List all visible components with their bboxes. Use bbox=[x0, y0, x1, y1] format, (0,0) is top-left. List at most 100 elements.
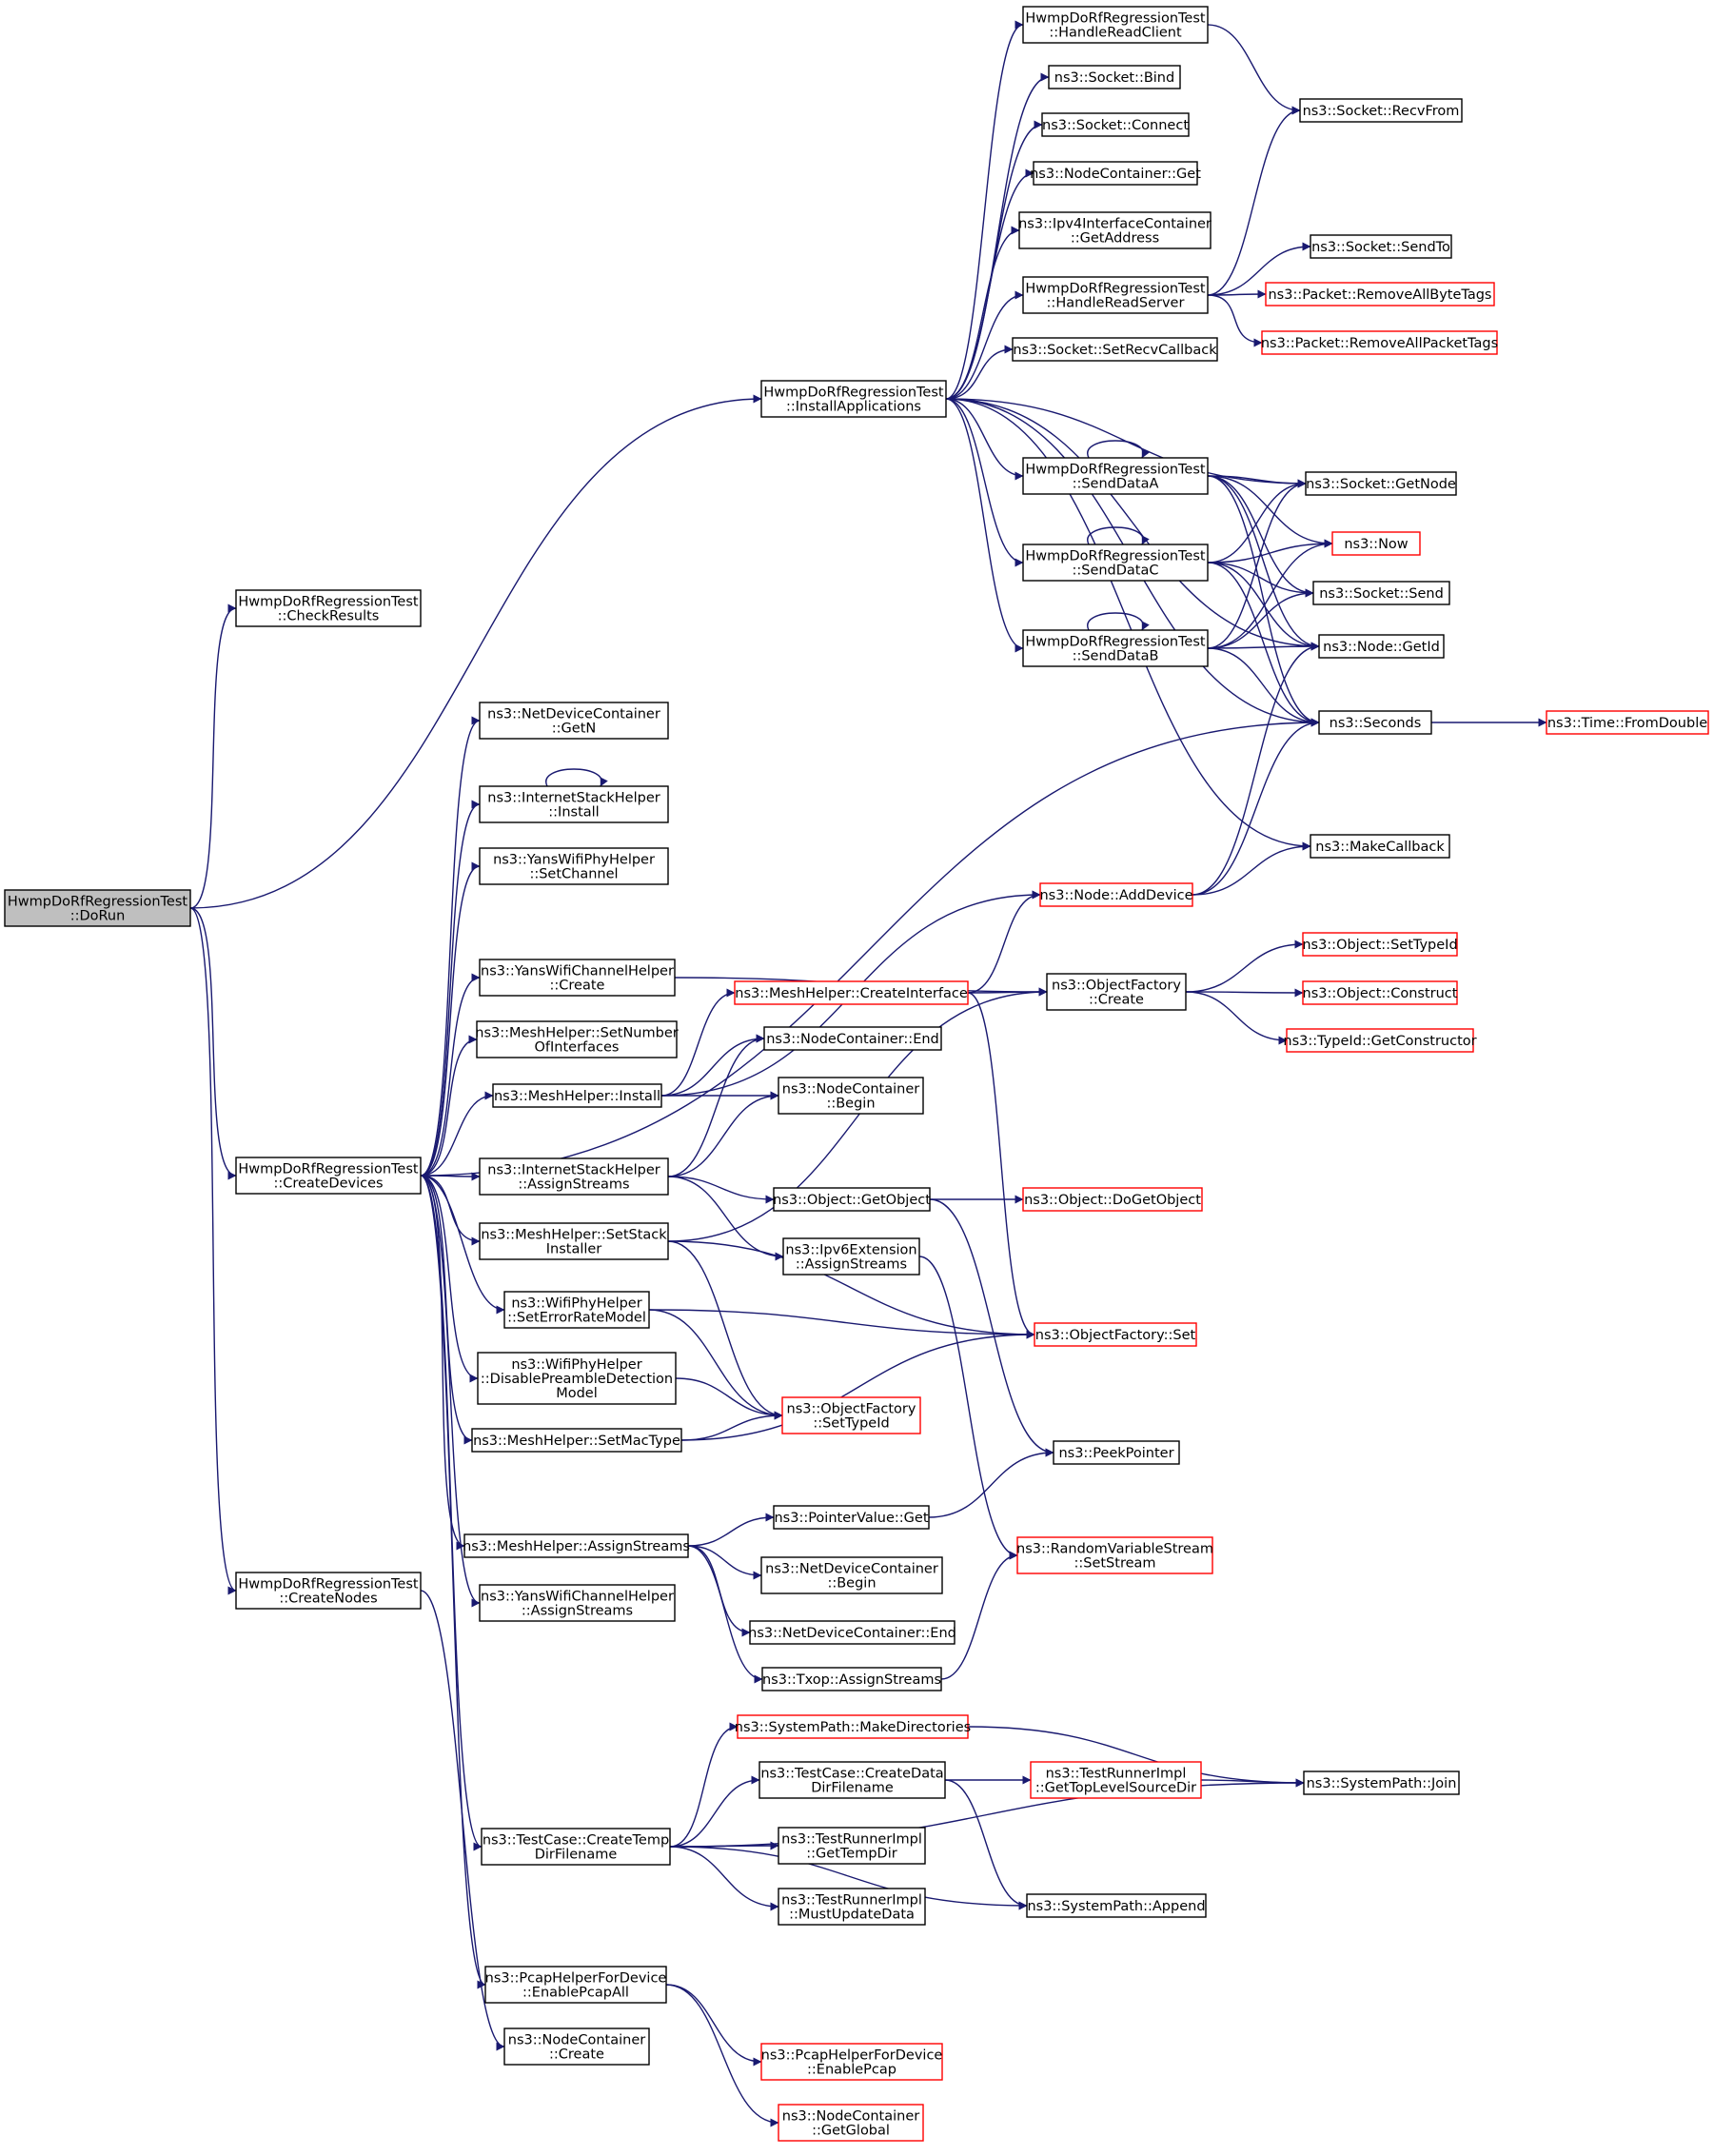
node-createinterface[interactable]: ns3::MeshHelper::CreateInterface bbox=[734, 980, 969, 1005]
node-ncgetglobal[interactable]: ns3::NodeContainer::GetGlobal bbox=[778, 2104, 924, 2142]
edge-objectgetobject-to-peekpointer bbox=[929, 1198, 1054, 1457]
node-box bbox=[1312, 581, 1450, 605]
node-socketsend[interactable]: ns3::Socket::Send bbox=[1312, 581, 1450, 605]
node-ndcgetn[interactable]: ns3::NetDeviceContainer::GetN bbox=[479, 702, 669, 740]
node-ipv6ext[interactable]: ns3::Ipv6Extension::AssignStreams bbox=[782, 1237, 920, 1276]
edge-seterrorratemodel-to-ofset bbox=[648, 1309, 1035, 1339]
node-box bbox=[479, 1157, 669, 1196]
node-label: ns3::Node::GetId bbox=[1323, 640, 1440, 655]
node-objectgetobject[interactable]: ns3::Object::GetObject bbox=[773, 1187, 931, 1212]
node-seterrorratemodel[interactable]: ns3::WifiPhyHelper::SetErrorRateModel bbox=[503, 1291, 650, 1329]
node-settypeid[interactable]: ns3::Object::SetTypeId bbox=[1302, 932, 1458, 957]
node-createnodes[interactable]: HwmpDoRfRegressionTest::CreateNodes bbox=[235, 1572, 422, 1610]
node-ishinstall[interactable]: ns3::InternetStackHelper::Install bbox=[479, 785, 669, 823]
node-ishassignstreams[interactable]: ns3::InternetStackHelper::AssignStreams bbox=[479, 1157, 669, 1196]
node-handlereadserver[interactable]: HwmpDoRfRegressionTest::HandleReadServer bbox=[1022, 276, 1209, 314]
node-label: ns3::MeshHelper::SetStack bbox=[481, 1228, 667, 1243]
node-socketgetnode[interactable]: ns3::Socket::GetNode bbox=[1305, 471, 1457, 496]
node-removeallbytetags[interactable]: ns3::Packet::RemoveAllByteTags bbox=[1265, 282, 1495, 307]
node-ncbegin[interactable]: ns3::NodeContainer::Begin bbox=[778, 1077, 924, 1115]
node-systempathjoin[interactable]: ns3::SystemPath::Join bbox=[1303, 1770, 1460, 1795]
node-installapps[interactable]: HwmpDoRfRegressionTest::InstallApplicati… bbox=[760, 380, 947, 418]
node-meshassignstreams[interactable]: ns3::MeshHelper::AssignStreams bbox=[463, 1533, 690, 1558]
node-setrecvcallback[interactable]: ns3::Socket::SetRecvCallback bbox=[1012, 337, 1218, 362]
node-yanschannelassign[interactable]: ns3::YansWifiChannelHelper::AssignStream… bbox=[479, 1584, 676, 1622]
node-nccreate[interactable]: ns3::NodeContainer::Create bbox=[503, 2027, 650, 2066]
node-now[interactable]: ns3::Now bbox=[1331, 531, 1421, 556]
node-nodeadddevice[interactable]: ns3::Node::AddDevice bbox=[1039, 882, 1193, 907]
node-pointervalueget[interactable]: ns3::PointerValue::Get bbox=[773, 1505, 930, 1530]
node-enablepcapall[interactable]: ns3::PcapHelperForDevice::EnablePcapAll bbox=[484, 1966, 667, 2004]
node-ndcend[interactable]: ns3::NetDeviceContainer::End bbox=[748, 1620, 956, 1645]
node-senddatab[interactable]: HwmpDoRfRegressionTest::SendDataB bbox=[1022, 629, 1209, 667]
node-makedirectories[interactable]: ns3::SystemPath::MakeDirectories bbox=[735, 1714, 971, 1739]
edge-meshassignstreams-to-txopassign bbox=[687, 1545, 763, 1684]
edge-ofcreate-to-getconstructor bbox=[1185, 991, 1288, 1045]
node-socketbind[interactable]: ns3::Socket::Bind bbox=[1048, 65, 1181, 89]
node-box bbox=[1303, 1770, 1460, 1795]
edge-txopassign-to-rvssetstream bbox=[940, 1551, 1018, 1680]
node-removeallpackettags[interactable]: ns3::Packet::RemoveAllPacketTags bbox=[1261, 330, 1498, 355]
node-nodegetid[interactable]: ns3::Node::GetId bbox=[1318, 634, 1445, 659]
node-txopassign[interactable]: ns3::Txop::AssignStreams bbox=[761, 1667, 942, 1691]
node-label: ns3::SystemPath::Append bbox=[1027, 1899, 1205, 1914]
node-box bbox=[503, 2027, 650, 2066]
node-seconds[interactable]: ns3::Seconds bbox=[1318, 710, 1432, 735]
edge-handlereadserver-to-sendto bbox=[1207, 242, 1311, 296]
node-yanschannelcreate[interactable]: ns3::YansWifiChannelHelper::Create bbox=[479, 959, 676, 997]
node-label: ns3::PointerValue::Get bbox=[774, 1511, 928, 1526]
node-label: ns3::RandomVariableStream bbox=[1016, 1542, 1213, 1557]
node-ipv4getaddress[interactable]: ns3::Ipv4InterfaceContainer::GetAddress bbox=[1018, 211, 1212, 249]
node-makecallback[interactable]: ns3::MakeCallback bbox=[1310, 834, 1450, 859]
node-ncend[interactable]: ns3::NodeContainer::End bbox=[763, 1026, 942, 1051]
edge-handlereadclient-to-recvfrom bbox=[1207, 24, 1301, 115]
node-senddataa[interactable]: HwmpDoRfRegressionTest::SendDataA bbox=[1022, 457, 1209, 495]
node-mustupdatedata[interactable]: ns3::TestRunnerImpl::MustUpdateData bbox=[778, 1888, 926, 1926]
node-meshinstall[interactable]: ns3::MeshHelper::Install bbox=[492, 1083, 662, 1108]
node-rvssetstream[interactable]: ns3::RandomVariableStream::SetStream bbox=[1016, 1536, 1213, 1574]
node-label: ::HandleReadServer bbox=[1047, 296, 1185, 311]
node-construct[interactable]: ns3::Object::Construct bbox=[1302, 980, 1458, 1005]
node-ofsettypeid[interactable]: ns3::ObjectFactory::SetTypeId bbox=[781, 1396, 921, 1434]
node-setmactype[interactable]: ns3::MeshHelper::SetMacType bbox=[471, 1428, 682, 1453]
node-yanssetchannel[interactable]: ns3::YansWifiPhyHelper::SetChannel bbox=[479, 847, 669, 885]
node-box bbox=[737, 1714, 969, 1739]
node-gettoplevelsourcedir[interactable]: ns3::TestRunnerImpl::GetTopLevelSourceDi… bbox=[1030, 1761, 1202, 1799]
node-ofset[interactable]: ns3::ObjectFactory::Set bbox=[1034, 1322, 1197, 1347]
node-label: ns3::Socket::Connect bbox=[1042, 118, 1189, 133]
node-peekpointer[interactable]: ns3::PeekPointer bbox=[1053, 1440, 1180, 1465]
node-socketconnect[interactable]: ns3::Socket::Connect bbox=[1041, 112, 1190, 137]
node-label: HwmpDoRfRegressionTest bbox=[238, 1577, 418, 1592]
node-dorun[interactable]: HwmpDoRfRegressionTest::DoRun bbox=[4, 889, 191, 927]
node-checkresults[interactable]: HwmpDoRfRegressionTest::CheckResults bbox=[235, 589, 422, 627]
node-label: ::Create bbox=[1089, 993, 1144, 1008]
node-dogetobject[interactable]: ns3::Object::DoGetObject bbox=[1022, 1187, 1203, 1212]
node-label: ns3::PcapHelperForDevice bbox=[761, 2048, 943, 2064]
node-box bbox=[1016, 1536, 1213, 1574]
node-label: ns3::NetDeviceContainer bbox=[487, 707, 660, 722]
node-createdevices[interactable]: HwmpDoRfRegressionTest::CreateDevices bbox=[235, 1157, 422, 1195]
node-gettempdir[interactable]: ns3::TestRunnerImpl::GetTempDir bbox=[778, 1827, 926, 1865]
node-sendto[interactable]: ns3::Socket::SendTo bbox=[1310, 234, 1452, 259]
edge-createdevices-to-ndcgetn bbox=[420, 716, 481, 1177]
node-systempathappend[interactable]: ns3::SystemPath::Append bbox=[1026, 1893, 1207, 1918]
node-ndcbegin[interactable]: ns3::NetDeviceContainer::Begin bbox=[760, 1556, 943, 1594]
node-recvfrom[interactable]: ns3::Socket::RecvFrom bbox=[1299, 98, 1463, 123]
node-nodecontainerget[interactable]: ns3::NodeContainer::Get bbox=[1030, 161, 1201, 186]
node-box bbox=[1302, 980, 1458, 1005]
node-label: ns3::Packet::RemoveAllByteTags bbox=[1268, 287, 1491, 303]
node-enablepcap[interactable]: ns3::PcapHelperForDevice::EnablePcap bbox=[760, 2043, 943, 2081]
node-senddatac[interactable]: HwmpDoRfRegressionTest::SendDataC bbox=[1022, 544, 1209, 582]
node-box bbox=[235, 1572, 422, 1610]
node-ofcreate[interactable]: ns3::ObjectFactory::Create bbox=[1046, 973, 1187, 1011]
node-box bbox=[758, 1761, 946, 1799]
node-disablepreamble[interactable]: ns3::WifiPhyHelper::DisablePreambleDetec… bbox=[477, 1352, 677, 1405]
node-fromdouble[interactable]: ns3::Time::FromDouble bbox=[1546, 710, 1709, 735]
node-box bbox=[778, 1888, 926, 1926]
node-getconstructor[interactable]: ns3::TypeId::GetConstructor bbox=[1283, 1028, 1477, 1053]
node-handlereadclient[interactable]: HwmpDoRfRegressionTest::HandleReadClient bbox=[1022, 6, 1209, 44]
